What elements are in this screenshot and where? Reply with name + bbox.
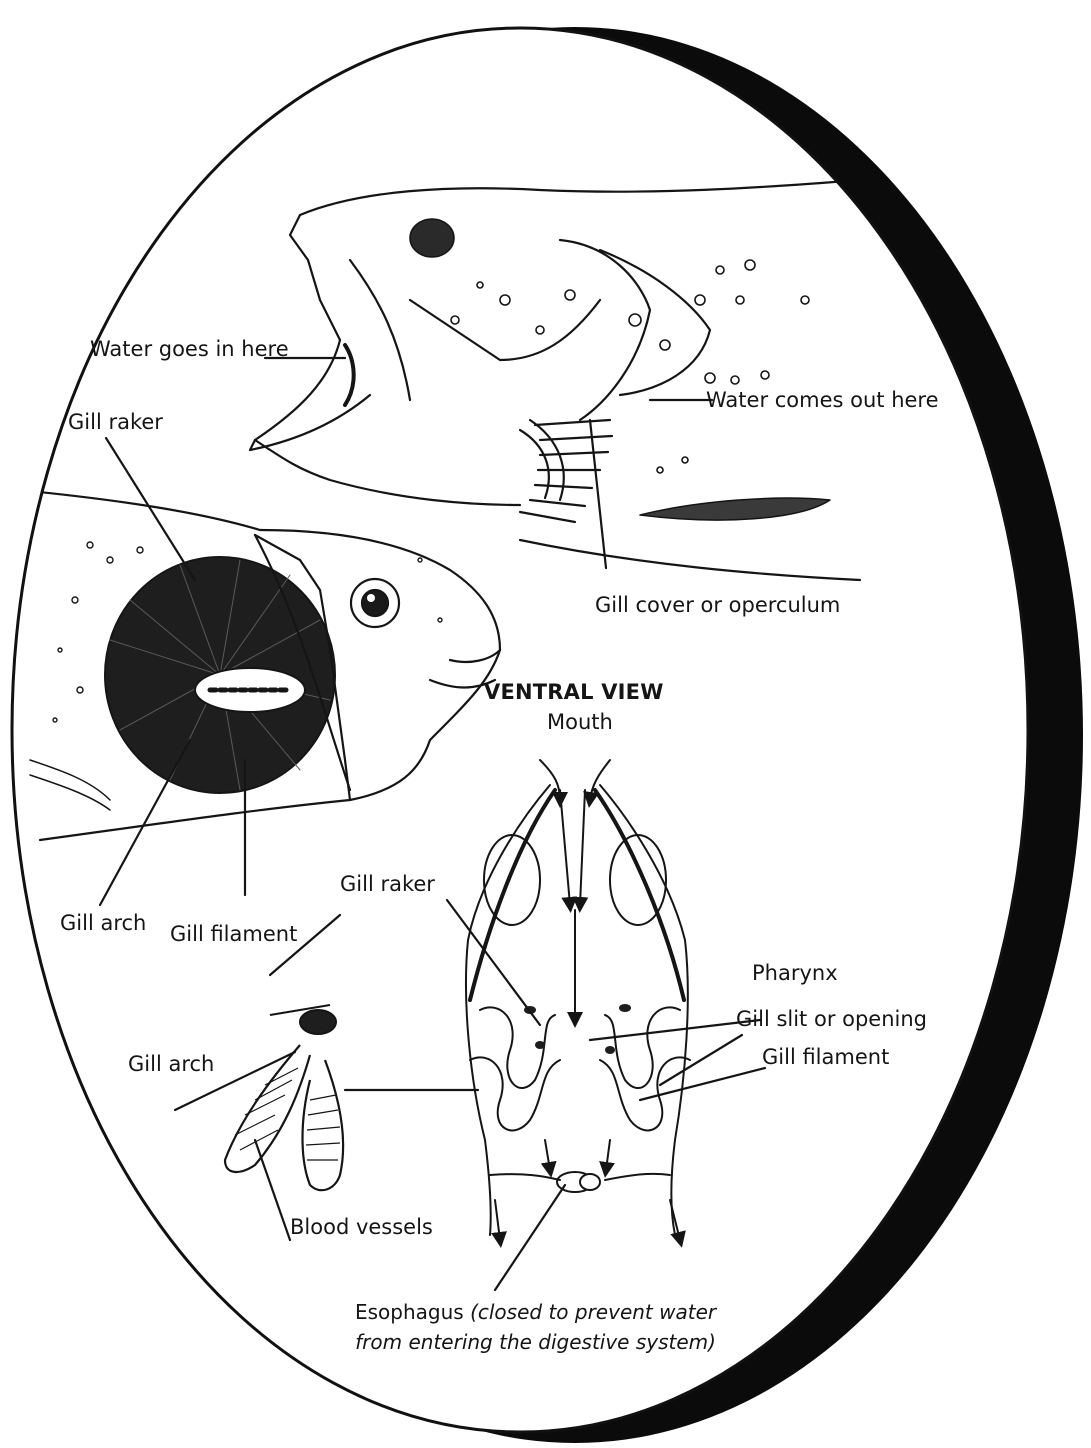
label-pharynx: Pharynx [752,961,838,985]
label-water-comes-out: Water comes out here [706,388,939,412]
label-gill-raker-top: Gill raker [68,410,163,434]
label-gill-arch-lower: Gill arch [128,1052,214,1076]
label-blood-vessels: Blood vessels [290,1215,433,1239]
label-gill-filament-right: Gill filament [762,1045,889,1069]
label-gill-raker-mid: Gill raker [340,872,435,896]
label-gill-filament-left: Gill filament [170,922,297,946]
label-esophagus: Esophagus [355,1300,464,1324]
esophagus-caption: Esophagus (closed to prevent water from … [355,1297,716,1357]
label-gill-arch-left: Gill arch [60,911,146,935]
esophagus-note-line2: from entering the digestive system) [355,1330,716,1354]
label-ventral-view: VENTRAL VIEW [484,680,664,704]
label-mouth: Mouth [547,710,613,734]
esophagus-note-line1: (closed to prevent water [470,1300,716,1324]
label-operculum: Gill cover or operculum [595,593,840,617]
label-gill-slit: Gill slit or opening [736,1007,927,1031]
label-water-goes-in: Water goes in here [90,337,289,361]
